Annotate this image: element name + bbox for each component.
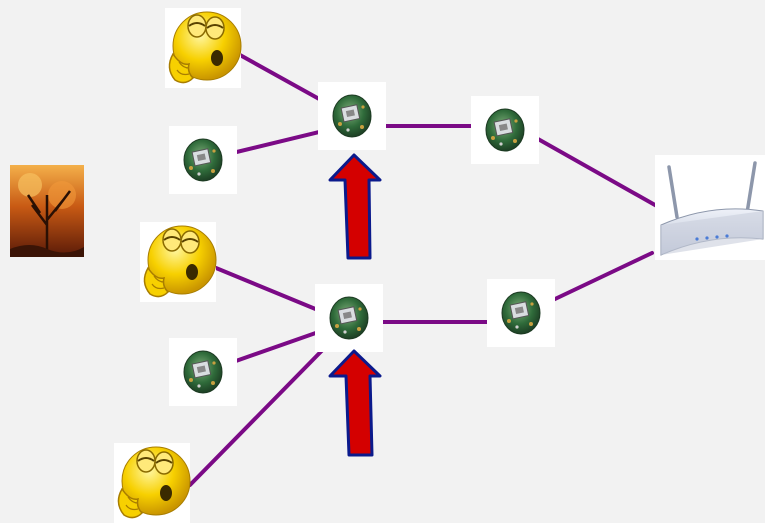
link-forward-top-to-router <box>513 124 680 220</box>
sleepy-face-icon <box>113 442 191 523</box>
up-arrow-icon-bottom <box>328 349 382 457</box>
fire-image <box>10 165 84 257</box>
sensor-node-icon-left-top <box>168 125 238 195</box>
sensor-node-icon-relay-top <box>317 81 387 151</box>
links <box>188 53 680 487</box>
sensor-node-icon-forward-top <box>470 95 540 165</box>
router-icon <box>655 155 765 260</box>
sleepy-face-icon <box>139 221 217 303</box>
sensor-node-icon-relay-bottom <box>314 283 384 353</box>
sensor-node-icon-forward-bottom <box>486 278 556 348</box>
sleepy-face-icon <box>164 7 242 89</box>
sensor-node-icon-left-bottom <box>168 337 238 407</box>
up-arrow-icon-top <box>328 153 382 260</box>
